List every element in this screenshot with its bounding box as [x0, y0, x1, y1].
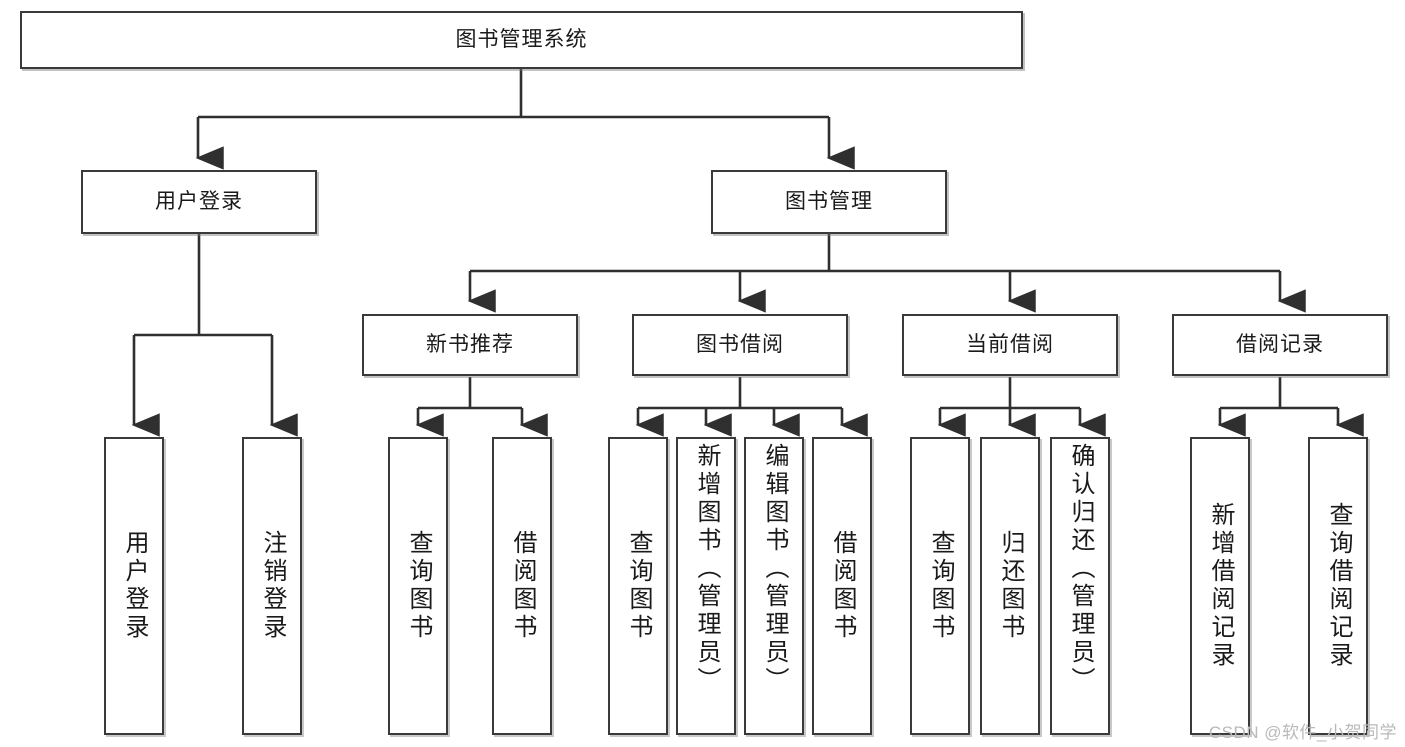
node-borrow-record-label: 借阅记录 [1236, 333, 1324, 357]
leaf-add-record-label: 新增借阅记录 [1206, 502, 1234, 670]
leaf-return-book-label: 归还图书 [996, 530, 1024, 642]
leaf-query-record[interactable]: 查询借阅记录 [1308, 437, 1368, 735]
node-root[interactable]: 图书管理系统 [20, 11, 1023, 69]
leaf-query-record-label: 查询借阅记录 [1324, 502, 1352, 670]
node-user-login-label: 用户登录 [155, 190, 243, 214]
leaf-query-book-3[interactable]: 查询图书 [910, 437, 970, 735]
leaf-user-login-label: 用户登录 [120, 530, 148, 642]
leaf-query-book-1-label: 查询图书 [404, 530, 432, 642]
node-book-borrow[interactable]: 图书借阅 [632, 314, 848, 376]
node-borrow-record[interactable]: 借阅记录 [1172, 314, 1388, 376]
leaf-borrow-book-2-label: 借阅图书 [828, 530, 856, 642]
node-root-label: 图书管理系统 [455, 28, 588, 52]
leaf-add-record[interactable]: 新增借阅记录 [1190, 437, 1250, 735]
leaf-user-logout[interactable]: 注销登录 [242, 437, 302, 735]
node-new-book-recommend[interactable]: 新书推荐 [362, 314, 578, 376]
watermark-text: CSDN @软件_小贺同学 [1208, 723, 1397, 742]
node-book-manage[interactable]: 图书管理 [711, 170, 947, 234]
node-user-login[interactable]: 用户登录 [81, 170, 317, 234]
node-book-manage-label: 图书管理 [785, 190, 873, 214]
leaf-borrow-book-2[interactable]: 借阅图书 [812, 437, 872, 735]
leaf-query-book-3-label: 查询图书 [926, 530, 954, 642]
leaf-edit-book[interactable]: 编辑图书（管理员） [744, 437, 804, 735]
leaf-user-logout-label: 注销登录 [258, 530, 286, 642]
node-new-book-recommend-label: 新书推荐 [426, 333, 514, 357]
leaf-user-login[interactable]: 用户登录 [104, 437, 164, 735]
leaf-confirm-return[interactable]: 确认归还（管理员） [1050, 437, 1110, 735]
leaf-edit-book-label: 编辑图书（管理员） [760, 443, 788, 695]
leaf-confirm-return-label: 确认归还（管理员） [1066, 443, 1094, 695]
leaf-add-book-label: 新增图书（管理员） [692, 443, 720, 695]
leaf-return-book[interactable]: 归还图书 [980, 437, 1040, 735]
leaf-query-book-2-label: 查询图书 [624, 530, 652, 642]
leaf-add-book[interactable]: 新增图书（管理员） [676, 437, 736, 735]
node-current-borrow-label: 当前借阅 [966, 333, 1054, 357]
leaf-query-book-2[interactable]: 查询图书 [608, 437, 668, 735]
node-current-borrow[interactable]: 当前借阅 [902, 314, 1118, 376]
leaf-borrow-book-1-label: 借阅图书 [508, 530, 536, 642]
leaf-query-book-1[interactable]: 查询图书 [388, 437, 448, 735]
leaf-borrow-book-1[interactable]: 借阅图书 [492, 437, 552, 735]
node-book-borrow-label: 图书借阅 [696, 333, 784, 357]
